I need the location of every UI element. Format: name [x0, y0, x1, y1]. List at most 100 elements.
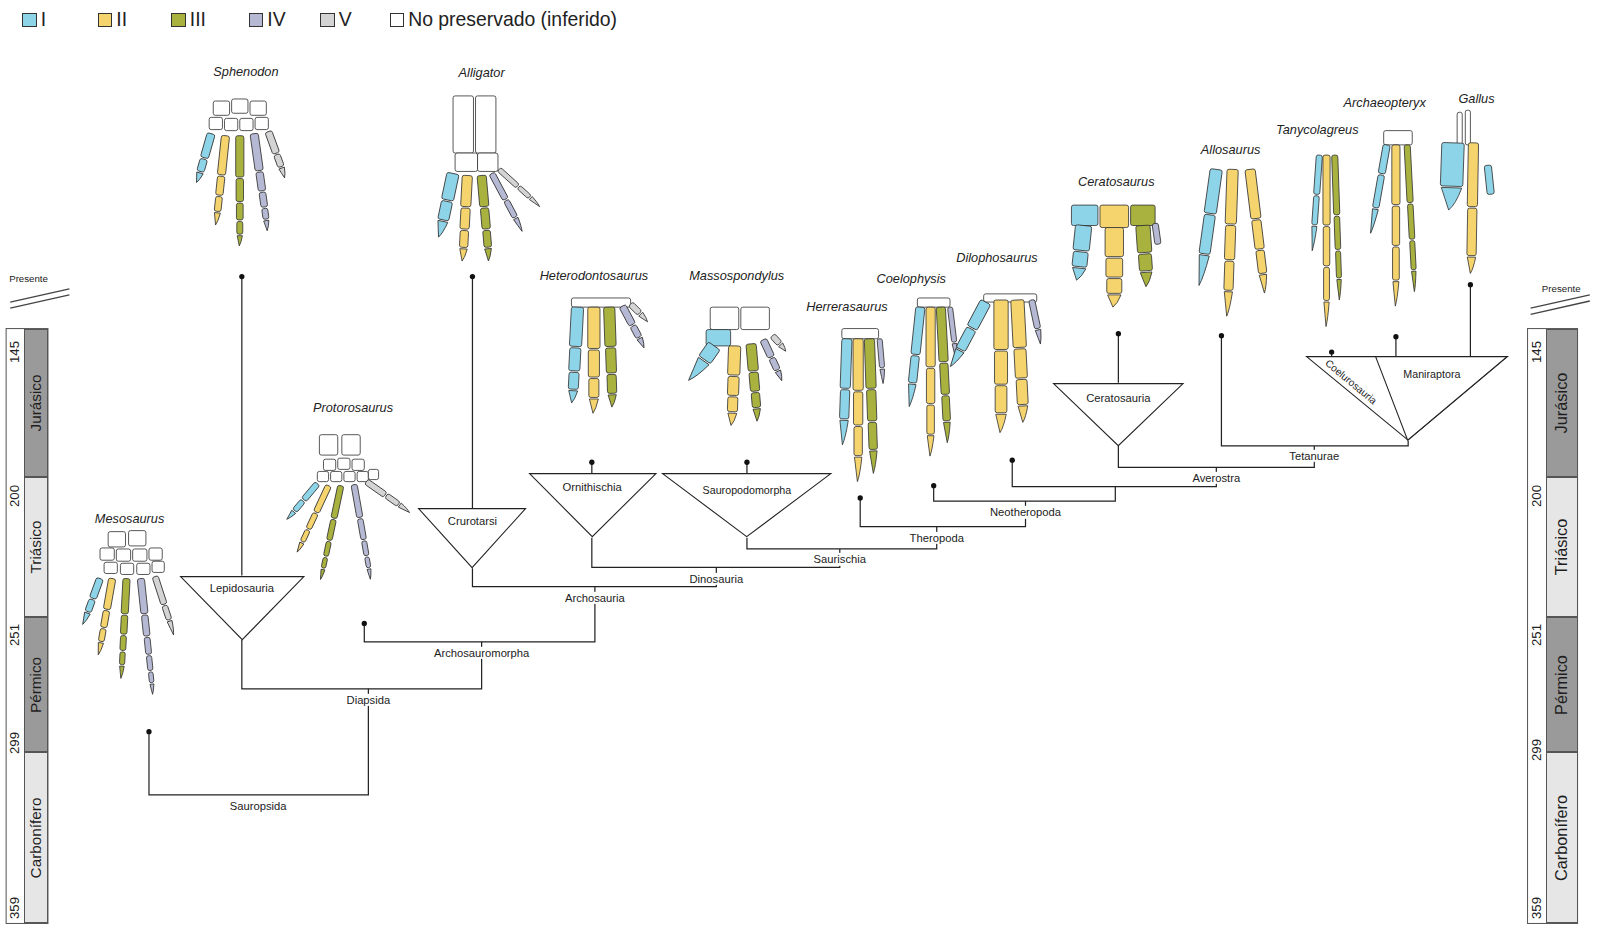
- claw-phalanx: [1223, 292, 1232, 317]
- claw-phalanx: [264, 220, 271, 231]
- carpal-bone: [357, 471, 368, 481]
- phalanx-bone: [262, 208, 269, 219]
- phalanx-bone: [119, 652, 125, 665]
- digit: [152, 576, 177, 636]
- carpal-bone: [917, 298, 950, 307]
- legend-item: I: [22, 9, 46, 30]
- period-name: Carbonífero: [28, 797, 45, 878]
- metacarpal-bone: [1152, 223, 1161, 245]
- metacarpal-bone: [1029, 299, 1041, 329]
- claw-phalanx: [167, 620, 176, 635]
- phalanx-bone: [85, 599, 95, 613]
- carpal-bone: [352, 459, 364, 470]
- phalanx-bone: [927, 405, 935, 434]
- metacarpal-bone: [497, 167, 519, 188]
- period-name: Triásico: [1553, 519, 1571, 576]
- digit: [489, 172, 525, 233]
- digit: [926, 307, 935, 456]
- taxon-name: Heterodontosaurus: [540, 268, 648, 282]
- carpal-bone: [368, 469, 378, 479]
- hand-skeleton: [1310, 155, 1343, 327]
- digit: [770, 334, 788, 353]
- phalanx-bone: [357, 518, 366, 540]
- phalanx-bone: [141, 615, 150, 636]
- hand-skeleton: [285, 435, 412, 580]
- phalanx-bone: [1199, 214, 1216, 254]
- phalanx-bone: [588, 350, 599, 377]
- carpal-bone: [108, 532, 125, 547]
- digit: [1136, 225, 1155, 287]
- phalanx-bone: [323, 541, 331, 557]
- metacarpal-bone: [265, 130, 280, 154]
- tree-branch: [241, 277, 242, 576]
- carpal-bone: [323, 459, 335, 470]
- digit: [1484, 165, 1494, 195]
- taxon-name: Coelophysis: [876, 272, 945, 286]
- legend-item: IV: [249, 9, 286, 30]
- age-number: 251: [8, 624, 23, 646]
- taxon-dot: [1393, 334, 1398, 339]
- phalanx-bone: [1410, 241, 1417, 270]
- taxon-dot: [1219, 333, 1224, 338]
- metacarpal-bone: [461, 175, 473, 207]
- clade-label: Dinosauria: [686, 572, 746, 584]
- legend-swatch: [390, 13, 404, 27]
- triangle-shape: [180, 576, 303, 639]
- age-number: 200: [8, 485, 23, 507]
- carpal-bone: [250, 101, 266, 115]
- metacarpal-bone: [1323, 155, 1330, 225]
- metacarpal-bone: [331, 485, 344, 519]
- claw-phalanx: [947, 349, 964, 370]
- carpal-bone: [120, 563, 133, 574]
- phalanx-bone: [1392, 206, 1399, 245]
- claw-phalanx: [608, 395, 617, 408]
- digit: [1222, 169, 1238, 316]
- time-break-mark: [10, 289, 69, 302]
- digit: [1332, 155, 1343, 300]
- legend-swatch: [98, 13, 112, 27]
- taxon-name: Archaeopteryx: [1344, 96, 1426, 110]
- claw-phalanx: [398, 503, 411, 514]
- digit: [1392, 145, 1400, 306]
- phalanx-bone: [589, 379, 599, 398]
- carpal-bone: [213, 101, 229, 115]
- metacarpal-bone: [1105, 228, 1123, 257]
- clade-name: Ceratosauria: [1086, 392, 1150, 404]
- carpal-bone: [149, 548, 162, 560]
- phalanx-bone: [1072, 251, 1088, 267]
- clade-label: Theropoda: [907, 532, 967, 544]
- metacarpal-bone: [864, 339, 876, 389]
- legend-text: I: [41, 9, 46, 30]
- claw-phalanx: [684, 357, 709, 385]
- taxon-dot: [470, 274, 475, 279]
- claw-phalanx: [1035, 329, 1043, 344]
- triangle-shape: [1376, 357, 1507, 440]
- legend-text: III: [190, 9, 206, 30]
- phalanx-bone: [256, 172, 266, 192]
- taxon-dot: [362, 621, 367, 626]
- metacarpal-bone: [250, 133, 263, 171]
- digit: [853, 339, 863, 482]
- metacarpal-bone: [103, 578, 115, 610]
- claw-phalanx: [529, 197, 541, 208]
- taxon-name: Alligator: [459, 66, 505, 80]
- clade-label: Neotheropoda: [987, 506, 1064, 518]
- period-name: Triásico: [28, 520, 45, 573]
- metacarpal-bone: [1314, 155, 1323, 195]
- metacarpal-bone: [994, 300, 1008, 349]
- digit: [1310, 155, 1323, 251]
- legend-swatch: [320, 13, 334, 27]
- taxon-dot: [146, 729, 151, 734]
- phalanx-bone: [306, 512, 318, 530]
- triangle-shape: [663, 474, 831, 537]
- period-band: Carbonífero: [1546, 752, 1578, 923]
- taxon-dot: [858, 495, 863, 500]
- digit: [212, 135, 230, 225]
- period-band: Pérmico: [1546, 617, 1578, 752]
- taxon-name: Massospondylus: [689, 268, 784, 282]
- phalanx-bone: [100, 610, 109, 628]
- phalanx-bone: [867, 390, 877, 421]
- claw-phalanx: [1441, 187, 1462, 210]
- phalanx-bone: [1016, 379, 1028, 405]
- claw-phalanx: [459, 249, 467, 262]
